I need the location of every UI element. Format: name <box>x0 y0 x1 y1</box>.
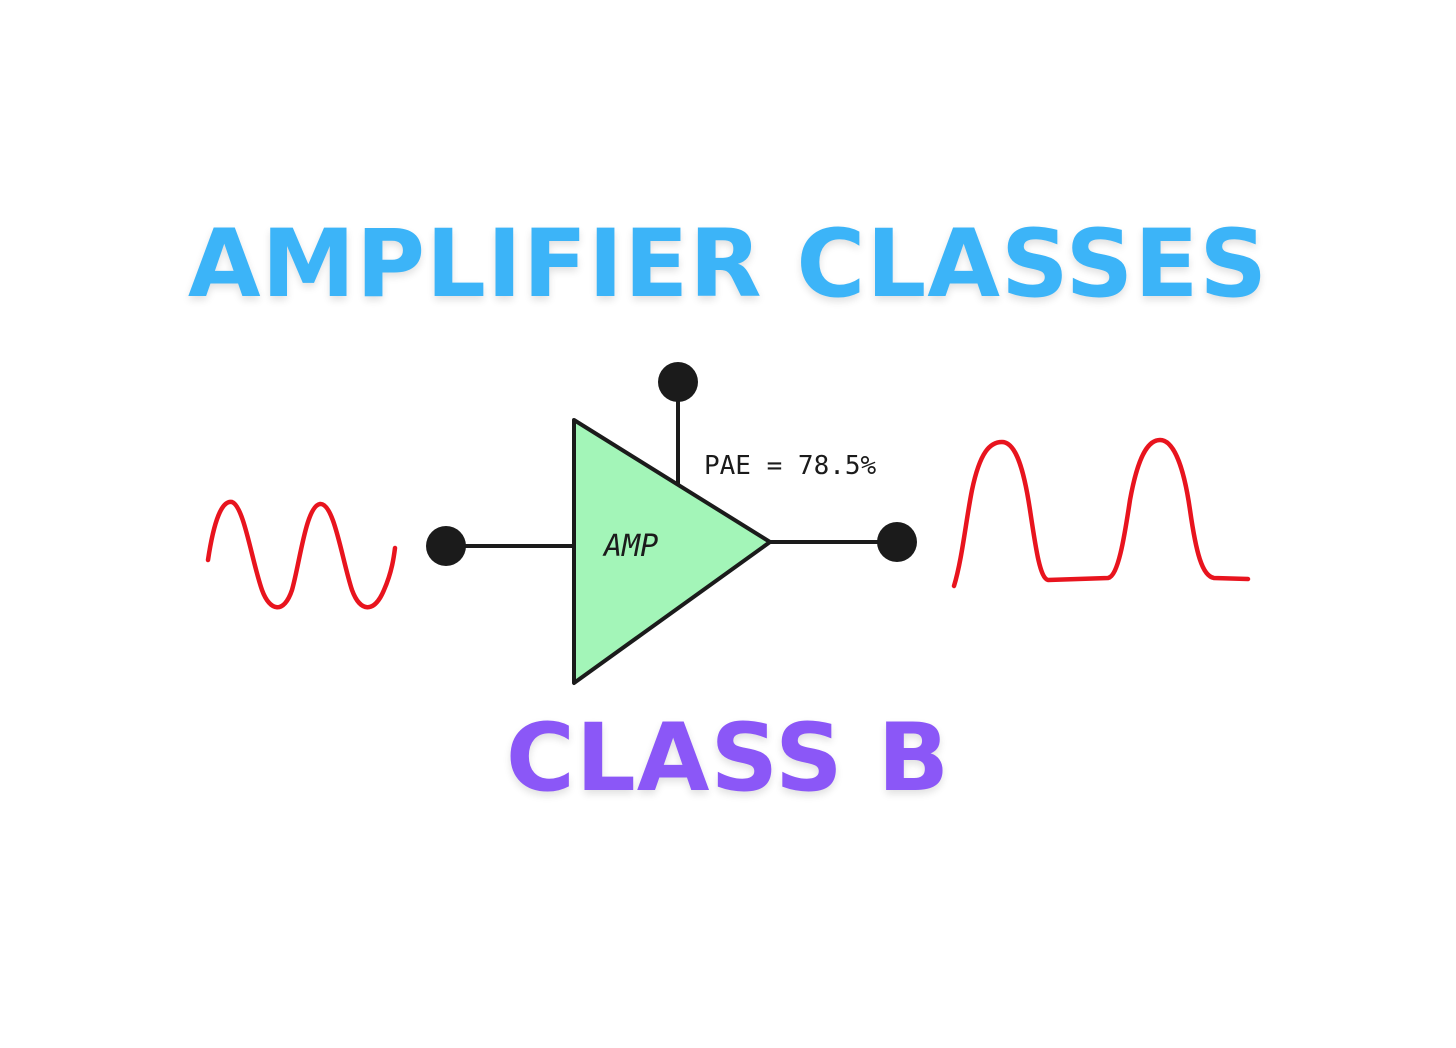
output-node <box>877 522 917 562</box>
page-subtitle: CLASS B <box>505 704 951 813</box>
input-sine-wave-icon <box>205 499 398 610</box>
pae-label: PAE = 78.5% <box>704 451 877 481</box>
input-node <box>426 526 466 566</box>
amplifier-triangle-icon <box>572 418 772 685</box>
supply-node <box>658 362 698 402</box>
output-half-wave-rectified-icon <box>951 437 1251 589</box>
amp-label: AMP <box>602 529 658 564</box>
page-title: AMPLIFIER CLASSES <box>187 210 1269 319</box>
